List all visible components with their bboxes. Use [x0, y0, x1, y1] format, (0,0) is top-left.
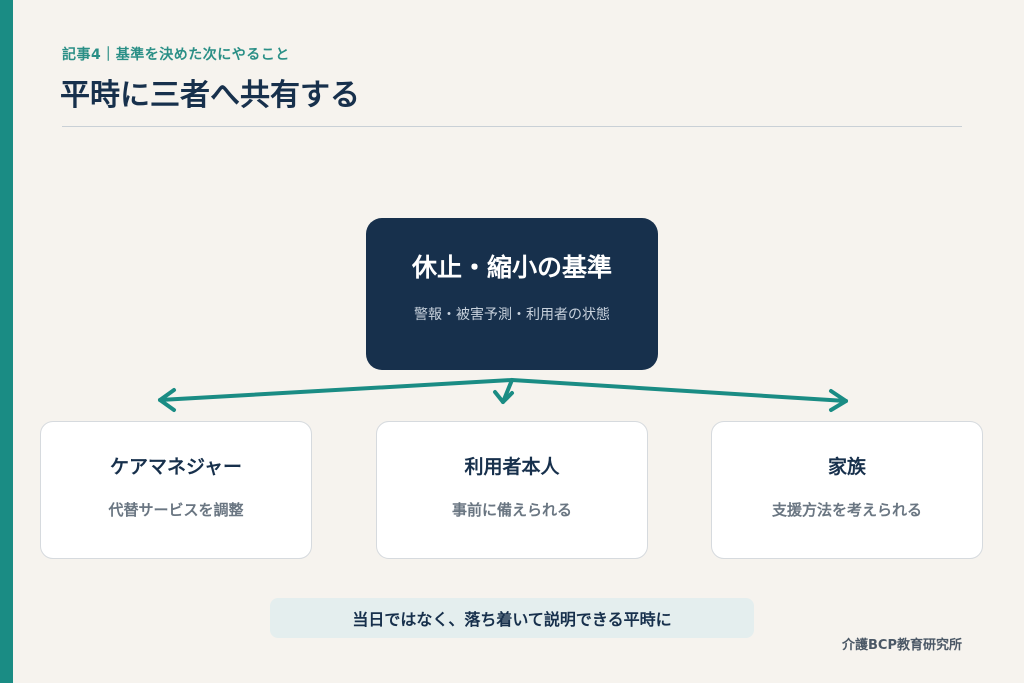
card-caremanager: ケアマネジャー 代替サービスを調整 — [40, 421, 312, 559]
criteria-subtitle: 警報・被害予測・利用者の状態 — [414, 307, 610, 323]
criteria-box: 休止・縮小の基準 警報・被害予測・利用者の状態 — [366, 218, 658, 370]
card-title: 家族 — [827, 456, 866, 478]
card-subtitle: 事前に備えられる — [451, 501, 572, 519]
arrow-head-caremanager — [158, 388, 176, 412]
title-divider — [62, 126, 962, 127]
arrow-head-family — [829, 389, 848, 412]
card-title: ケアマネジャー — [109, 456, 243, 478]
arrow-to-family — [510, 378, 848, 403]
publisher-credit: 介護BCP教育研究所 — [842, 638, 962, 653]
criteria-title: 休止・縮小の基準 — [411, 253, 612, 282]
footer-note: 当日ではなく、落ち着いて説明できる平時に — [270, 598, 754, 638]
card-user: 利用者本人 事前に備えられる — [376, 421, 648, 559]
article-kicker: 記事4｜基準を決めた次にやること — [62, 47, 290, 63]
arrow-to-caremanager — [158, 378, 514, 402]
card-family: 家族 支援方法を考えられる — [711, 421, 983, 559]
card-title: 利用者本人 — [464, 456, 560, 478]
page-title: 平時に三者へ共有する — [60, 78, 360, 113]
card-subtitle: 支援方法を考えられる — [771, 501, 922, 519]
card-subtitle: 代替サービスを調整 — [108, 501, 244, 519]
arrow-head-user — [493, 390, 514, 404]
accent-bar — [0, 0, 13, 683]
